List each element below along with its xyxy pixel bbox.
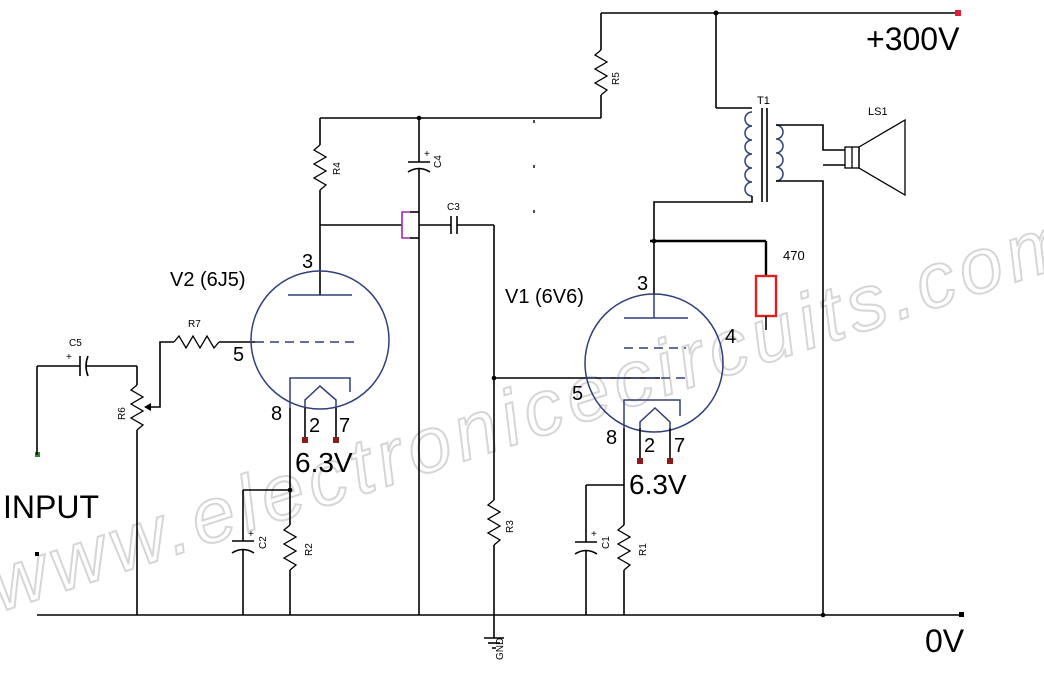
r1-label: R1 xyxy=(638,543,649,556)
v2-pin-heater-2: 2 xyxy=(309,415,320,437)
r6-wiper-wire xyxy=(148,341,174,408)
r3-resistor xyxy=(486,499,502,546)
r470-label: 470 xyxy=(783,248,805,263)
c3-label: C3 xyxy=(447,202,460,213)
v1-pin-screen: 4 xyxy=(725,326,736,348)
input-ground-terminal xyxy=(35,552,39,556)
v2-tube xyxy=(250,270,390,410)
r6-wiper-arrow xyxy=(144,403,151,411)
ground-rail-label: 0V xyxy=(925,623,965,659)
v1-heater-terminal-2 xyxy=(667,458,673,464)
junction-dot xyxy=(651,238,657,244)
t1-secondary-coil xyxy=(775,124,784,182)
v1-pin-heater-7: 7 xyxy=(674,435,685,457)
input-label: INPUT xyxy=(3,489,99,525)
speaker-cone xyxy=(858,118,906,197)
v2-pin-plate: 3 xyxy=(302,251,313,273)
v2-heater xyxy=(304,384,337,408)
v1-pin-cathode: 8 xyxy=(606,427,617,449)
t1-secondary-bottom-wire xyxy=(776,180,824,615)
ls1-label: LS1 xyxy=(868,106,888,118)
v1-pin-heater-2: 2 xyxy=(644,435,655,457)
junction-dot xyxy=(820,612,826,618)
v2-pin-grid: 5 xyxy=(233,344,244,366)
v2-heater-terminal-1 xyxy=(302,437,308,443)
v2-pin-heater-7: 7 xyxy=(339,415,350,437)
v2-pin-cathode: 8 xyxy=(271,403,282,425)
t1-secondary-top-wire xyxy=(776,124,845,151)
v1-cathode xyxy=(623,399,681,428)
r4-label: R4 xyxy=(332,162,343,175)
v1-heater-terminal-1 xyxy=(637,458,643,464)
v1-heater xyxy=(639,406,671,428)
r7-label: R7 xyxy=(188,319,201,330)
r1-resistor xyxy=(616,524,632,571)
v1-heater-voltage: 6.3V xyxy=(629,469,687,500)
v2-cathode xyxy=(289,377,351,408)
r7-resistor xyxy=(173,334,220,350)
v1-name-label: V1 (6V6) xyxy=(505,286,584,308)
c4-label: C4 xyxy=(433,155,444,168)
r5-resistor xyxy=(593,49,609,96)
v2-name-label: V2 (6J5) xyxy=(170,269,246,291)
v1-plate-wire xyxy=(653,196,753,295)
r3-label: R3 xyxy=(505,520,516,533)
c2-label: C2 xyxy=(258,536,269,549)
t1-label: T1 xyxy=(757,95,770,107)
v2-heater-terminal-2 xyxy=(333,437,339,443)
t1-primary-coil xyxy=(744,111,753,197)
c5-label: C5 xyxy=(69,338,82,349)
gnd-label: GND xyxy=(495,638,506,660)
v2-heater-voltage: 6.3V xyxy=(295,447,353,478)
crossover-jumper xyxy=(401,211,410,239)
supply-terminal xyxy=(955,10,961,16)
r4-resistor xyxy=(312,144,328,191)
v1-tube xyxy=(584,293,724,433)
c4-plus: + xyxy=(424,149,430,160)
c1-plus: + xyxy=(591,529,597,540)
r6-potentiometer xyxy=(129,384,145,431)
watermark: www.electronicecircuits.com xyxy=(0,193,1044,628)
ground-terminal xyxy=(959,612,964,617)
c2-plus: + xyxy=(248,529,254,540)
r5-label: R5 xyxy=(611,72,622,85)
r2-label: R2 xyxy=(304,543,315,556)
c5-plus: + xyxy=(66,352,72,363)
r6-label: R6 xyxy=(117,407,128,420)
v1-pin-grid: 5 xyxy=(572,383,583,405)
r2-resistor xyxy=(282,524,298,571)
c1-label: C1 xyxy=(601,536,612,549)
v1-pin-plate: 3 xyxy=(637,273,648,295)
supply-voltage-label: +300V xyxy=(866,21,960,57)
